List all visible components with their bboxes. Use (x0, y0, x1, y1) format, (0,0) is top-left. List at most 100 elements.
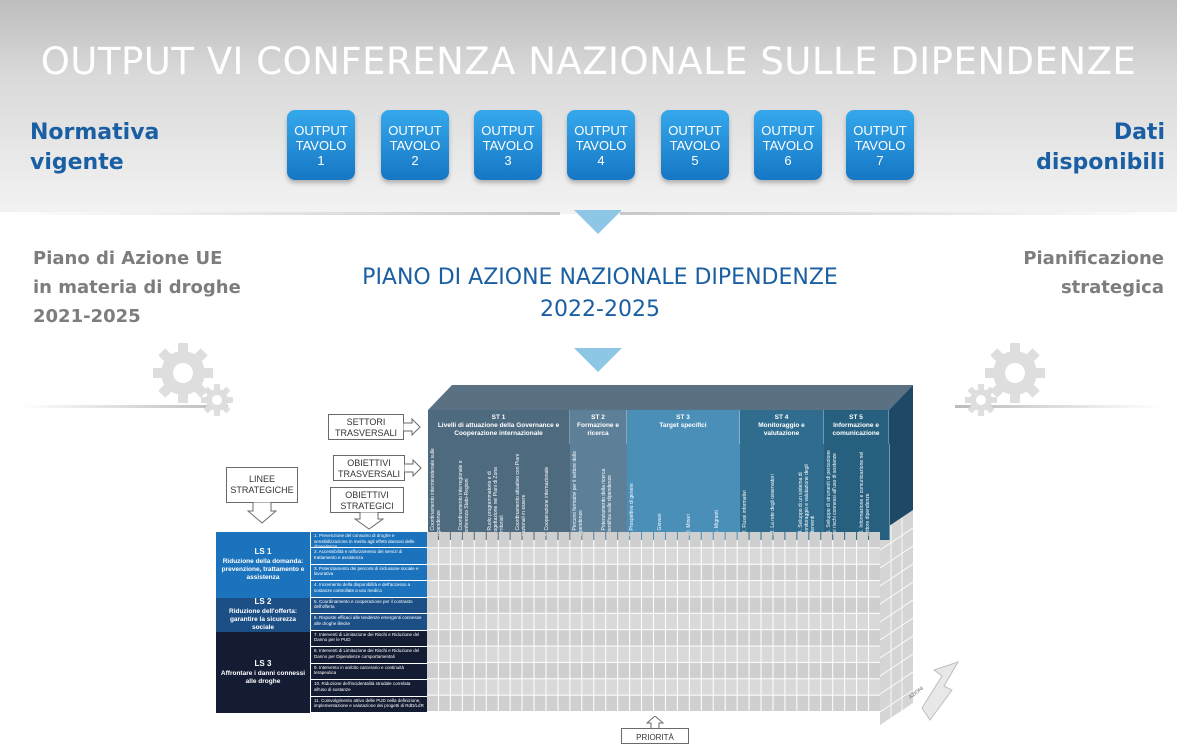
column-header: 4. Coordinamento attuativo con Piani naz… (513, 444, 543, 540)
grid-cell (665, 581, 677, 597)
divider (18, 405, 228, 408)
column-header-label: 7. Potenziamento della ricerca scientifi… (600, 468, 613, 536)
grid-cell (558, 662, 570, 679)
grid-cell (486, 646, 498, 662)
tile-line2: TAVOLO (762, 138, 814, 153)
grid-cell (534, 630, 546, 646)
grid-cell (582, 548, 594, 564)
obiettivi-strategici-label: OBIETTIVI STRATEGICI (330, 487, 404, 513)
grid-cell (498, 613, 510, 630)
grid-cell (462, 581, 474, 597)
grid-cell (498, 695, 510, 711)
grid-cell (857, 613, 869, 630)
tile-line1: OUTPUT (668, 123, 722, 138)
grid-cell (665, 679, 677, 695)
grid-cell (594, 695, 606, 711)
grid-cell (522, 613, 534, 630)
grid-cell (665, 532, 677, 548)
grid-cell (737, 532, 749, 548)
grid-cell (665, 630, 677, 646)
grid-cell (869, 532, 880, 548)
tile-num: 1 (317, 153, 325, 168)
grid-cell (821, 646, 833, 662)
grid-cell (522, 564, 534, 581)
grid-cell (725, 630, 737, 646)
grid-cell (510, 597, 522, 613)
grid-cell (689, 630, 701, 646)
grid-cell (474, 532, 486, 548)
tile-line2: TAVOLO (482, 138, 534, 153)
grid-cell (845, 679, 857, 695)
grid-cell (486, 630, 498, 646)
grid-cell (761, 564, 773, 581)
settori-line-1: SETTORI (346, 417, 386, 427)
grid-cell (725, 695, 737, 711)
grid-cell (594, 662, 606, 679)
grid-cell (427, 548, 438, 564)
dati-line-1: Dati (1113, 120, 1165, 145)
grid-cell (833, 581, 845, 597)
matrix-right-face (889, 385, 913, 538)
grid-cell (570, 532, 582, 548)
grid-cell (450, 548, 462, 564)
column-header-label: 16. Informazione e comunicazione nel set… (858, 451, 871, 536)
grid-cell (510, 679, 522, 695)
grid-cell (534, 662, 546, 679)
grid-cell (642, 564, 653, 581)
grid-cell (594, 532, 606, 548)
obiettivo-strategico-5: 5. Coordinamento e cooperazione per il c… (311, 597, 427, 615)
grid-cell (438, 581, 450, 597)
obiettivo-strategico-2: 2. Accessibilità e rafforzamento dei ser… (311, 548, 427, 565)
grid-cell (749, 532, 761, 548)
grid-cell (450, 646, 462, 662)
grid-cell (845, 581, 857, 597)
matrix-top-face (428, 385, 913, 410)
grid-cell (869, 630, 880, 646)
obiettivo-strategico-1: 1. Prevenzione del consumo di droghe e s… (311, 532, 427, 549)
grid-cell (773, 662, 785, 679)
grid-cell (630, 564, 642, 581)
grid-cell (630, 532, 642, 548)
grid-cell (821, 532, 833, 548)
tile-num: 6 (784, 153, 792, 168)
grid-cell (618, 679, 630, 695)
grid-cell (462, 564, 474, 581)
grid-cell (462, 613, 474, 630)
grid-cell (474, 564, 486, 581)
grid-cell (606, 597, 618, 613)
column-header-label: 4. Coordinamento attuativo con Piani naz… (515, 454, 528, 536)
grid-cell (546, 646, 558, 662)
linee-line-1: LINEE (248, 474, 275, 484)
priorita-label: PRIORITÀ (621, 728, 689, 744)
grid-cell (809, 548, 821, 564)
grid-cell (582, 695, 594, 711)
divider (955, 405, 1160, 408)
grid-cell (749, 679, 761, 695)
obiettivi-strat-line-1: OBIETTIVI (345, 490, 389, 500)
grid-cell (582, 564, 594, 581)
grid-cell (821, 679, 833, 695)
grid-cell (462, 679, 474, 695)
grid-cell (522, 630, 534, 646)
grid-cell (606, 679, 618, 695)
grid-cell (713, 630, 725, 646)
normativa-line-2: vigente (30, 150, 124, 175)
grid-cell (737, 597, 749, 613)
piano-ue-line-2: in materia di droghe (33, 277, 241, 298)
grid-cell (570, 646, 582, 662)
grid-cell (833, 613, 845, 630)
grid-cell (845, 532, 857, 548)
grid-cell (630, 646, 642, 662)
obiettivi-trasversali-label: OBIETTIVI TRASVERSALI (333, 455, 405, 481)
grid-cell (582, 597, 594, 613)
grid-cell (474, 695, 486, 711)
grid-cell (773, 646, 785, 662)
column-header: 6. Percorsi formativi per il settore del… (570, 444, 600, 540)
grid-cell (427, 679, 438, 695)
grid-cell (570, 695, 582, 711)
grid-cell (749, 695, 761, 711)
grid-cell (427, 581, 438, 597)
grid-cell (630, 548, 642, 564)
grid-cell (510, 532, 522, 548)
grid-cell (821, 581, 833, 597)
